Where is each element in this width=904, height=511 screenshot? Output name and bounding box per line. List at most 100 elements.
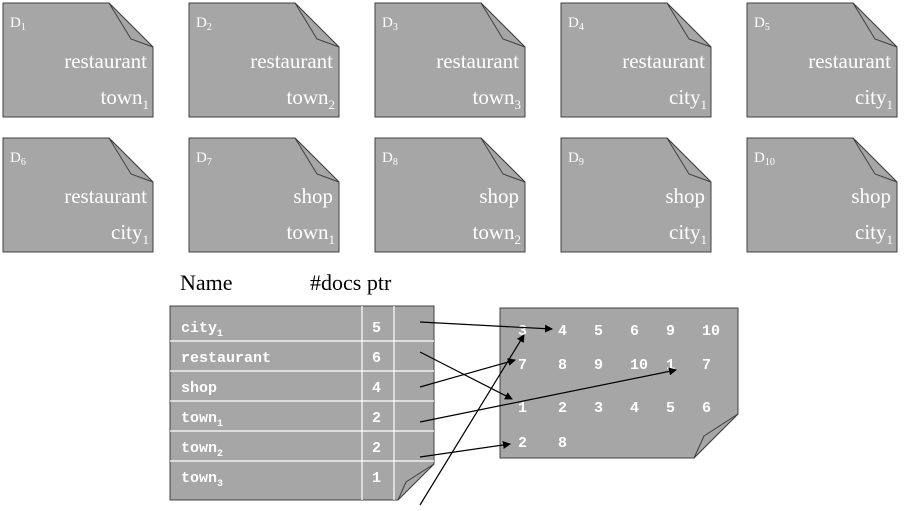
document-grid: D1 restaurant town1 D2 restaurant town2 D3 rest… (2, 2, 898, 253)
document-word: shop (851, 184, 891, 208)
document-word: shop (293, 184, 333, 208)
page-fold-icon (480, 137, 526, 183)
document-word: shop (665, 184, 705, 208)
doc-id: 6 (630, 323, 639, 340)
page-fold-icon (666, 2, 712, 48)
doc-id: 6 (702, 400, 711, 417)
document-word: restaurant (250, 49, 333, 73)
document-id: D3 (382, 15, 398, 33)
document-word: restaurant (64, 49, 147, 73)
page-fold-icon (693, 413, 739, 459)
doc-id: 4 (630, 400, 639, 417)
document-5: D5 restaurant city1 (746, 2, 898, 118)
document-word: city1 (111, 220, 149, 247)
doc-id: 7 (518, 357, 527, 374)
document-id: D4 (568, 15, 584, 33)
term-name: city1 (181, 320, 223, 340)
page-fold-icon (294, 137, 340, 183)
document-word: city1 (855, 85, 893, 112)
page-fold-icon (666, 137, 712, 183)
document-3: D3 restaurant town3 (374, 2, 526, 118)
doc-id: 3 (594, 400, 603, 417)
document-id: D5 (754, 15, 770, 33)
document-word: restaurant (64, 184, 147, 208)
doc-id: 7 (702, 357, 711, 374)
pointer-arrow (419, 334, 525, 506)
doc-id: 5 (666, 400, 675, 417)
docs-ptr-column-header: #docs ptr (310, 270, 392, 295)
doc-count: 2 (372, 410, 381, 427)
document-id: D1 (10, 15, 26, 33)
document-1: D1 restaurant town1 (2, 2, 154, 118)
document-word: town3 (473, 85, 522, 112)
document-word: city1 (669, 220, 707, 247)
index-row: city1 5 (181, 320, 381, 340)
pointer-arrow (419, 367, 677, 423)
index-row: town1 2 (170, 400, 434, 430)
doc-id: 4 (558, 323, 567, 340)
pointer-arrow (419, 321, 553, 333)
doc-id: 10 (630, 357, 648, 374)
index-row: town3 1 (170, 460, 434, 490)
doc-count: 2 (372, 440, 381, 457)
page-fold-icon (397, 463, 435, 501)
page-fold-icon (852, 137, 898, 183)
page-fold-icon (480, 2, 526, 48)
document-word: restaurant (622, 49, 705, 73)
document-8: D8 shop town2 (374, 137, 526, 253)
document-id: D7 (196, 150, 212, 168)
document-word: shop (479, 184, 519, 208)
term-name: shop (181, 380, 217, 397)
index-row: restaurant 6 (170, 340, 434, 367)
doc-count: 6 (372, 350, 381, 367)
doc-id: 3 (518, 323, 527, 340)
document-word: town2 (287, 85, 336, 112)
document-word: restaurant (808, 49, 891, 73)
term-name: town1 (181, 410, 223, 430)
pointer-arrow (419, 441, 511, 458)
document-word: town1 (101, 85, 150, 112)
document-id: D10 (754, 150, 775, 168)
index-row: shop 4 (170, 370, 434, 397)
doc-id: 1 (666, 357, 675, 374)
document-7: D7 shop town1 (188, 137, 340, 253)
doc-id: 2 (558, 400, 567, 417)
doc-count: 4 (372, 380, 381, 397)
document-10: D10 shop city1 (746, 137, 898, 253)
doc-id: 1 (518, 400, 527, 417)
doc-count: 5 (372, 320, 381, 337)
doc-id: 5 (594, 323, 603, 340)
pointer-arrow (419, 351, 513, 400)
index-table: Name #docs ptr city1 5 restaurant 6 shop 4 town1… (169, 270, 435, 501)
document-word: town2 (473, 220, 522, 247)
page-fold-icon (852, 2, 898, 48)
document-word: restaurant (436, 49, 519, 73)
page-fold-icon (294, 2, 340, 48)
page-fold-icon (108, 137, 154, 183)
term-name: town3 (181, 470, 223, 490)
document-id: D8 (382, 150, 398, 168)
doc-id: 9 (666, 323, 675, 340)
name-column-header: Name (180, 270, 233, 295)
pointer-arrows (419, 321, 677, 506)
doc-id: 2 (518, 435, 527, 452)
document-id: D2 (196, 15, 212, 33)
doc-count: 1 (372, 470, 381, 487)
document-word: town1 (287, 220, 336, 247)
document-2: D2 restaurant town2 (188, 2, 340, 118)
page-fold-icon (108, 2, 154, 48)
term-name: restaurant (181, 350, 271, 367)
doc-id: 8 (558, 357, 567, 374)
pointer-arrow (419, 358, 516, 388)
postings-list: 1 2 3 4 5 6 (518, 400, 711, 417)
document-word: city1 (855, 220, 893, 247)
